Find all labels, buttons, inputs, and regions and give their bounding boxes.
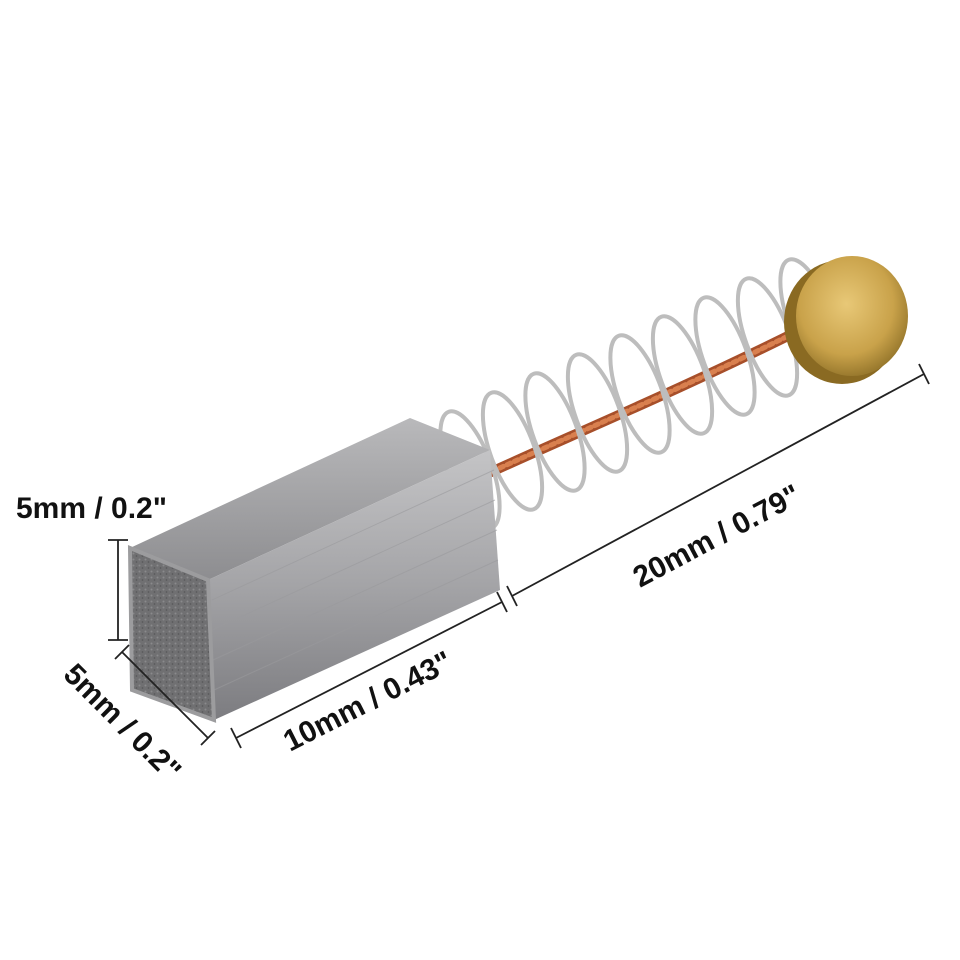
spring-coil — [650, 314, 715, 436]
spring-coil — [523, 371, 587, 493]
spring-coil — [608, 333, 672, 455]
spring-coil — [480, 390, 545, 512]
dimension-lines — [108, 363, 930, 749]
spring-coil — [693, 295, 757, 417]
spring-coil — [565, 352, 630, 474]
carbon-end-face — [127, 545, 217, 723]
height-dimension-label: 5mm / 0.2" — [16, 492, 167, 525]
carbon-brush-block — [127, 418, 500, 723]
brass-cap — [784, 256, 908, 384]
